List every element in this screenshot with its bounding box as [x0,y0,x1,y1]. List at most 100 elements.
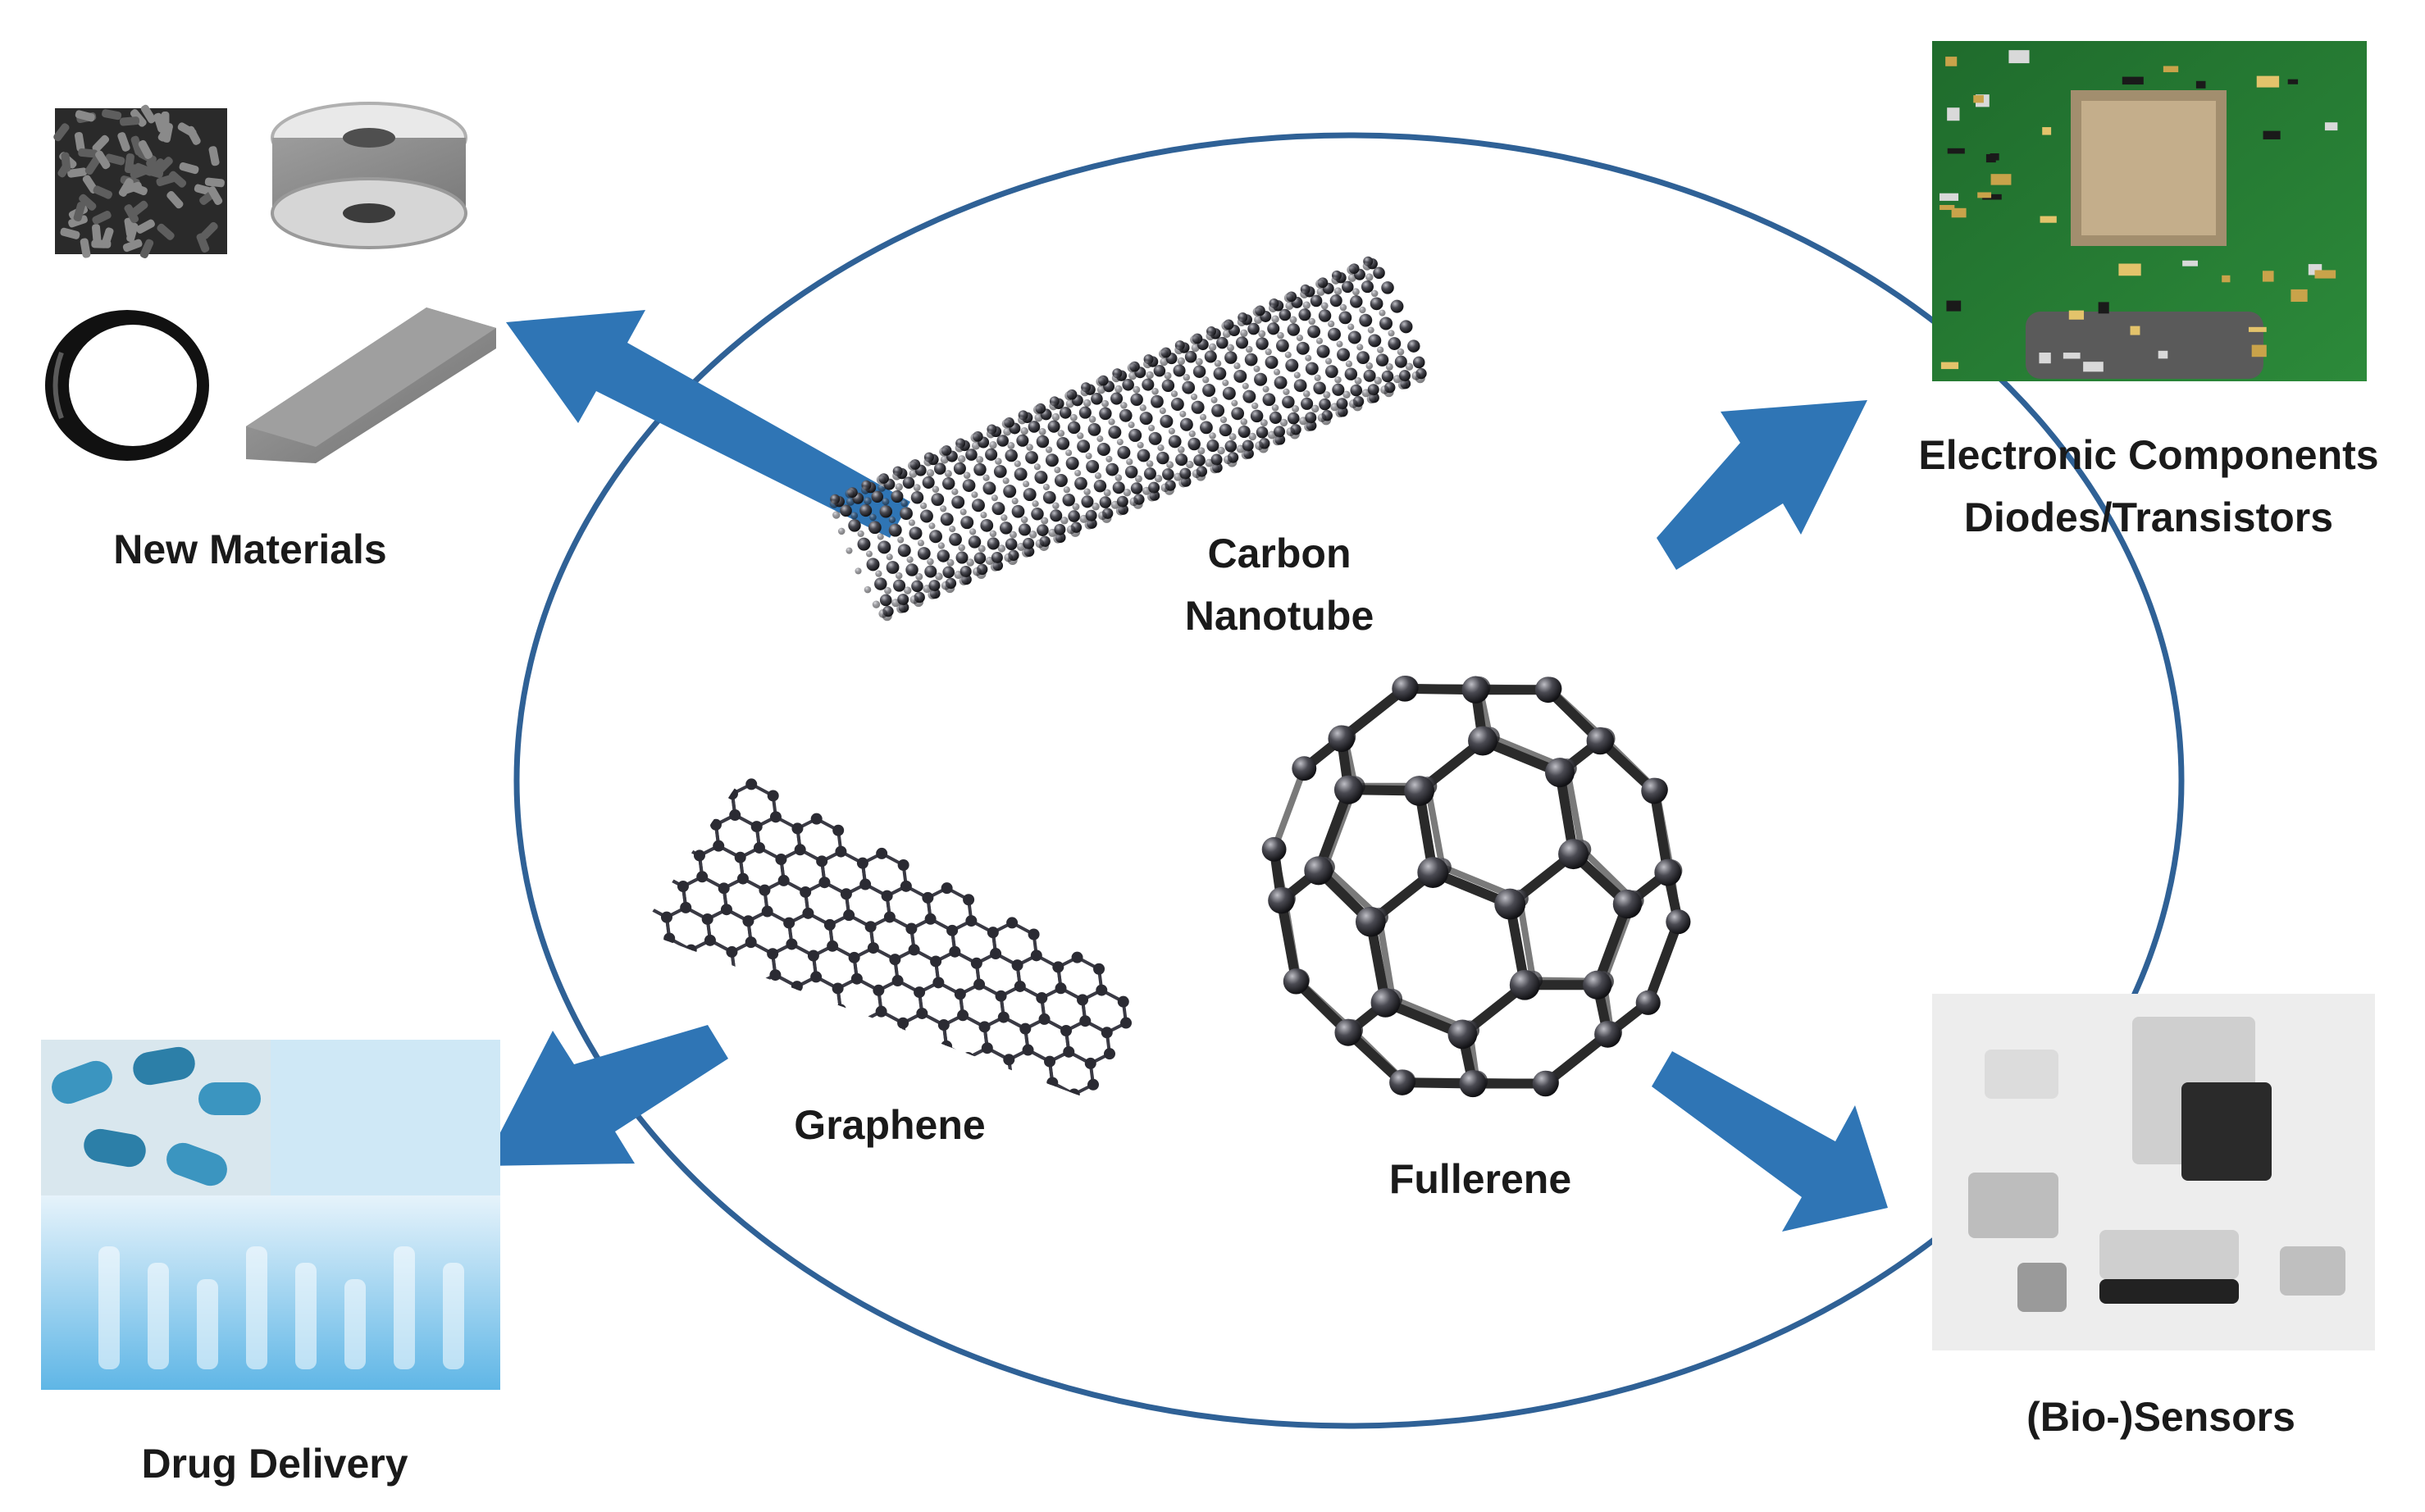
graphene-bond [572,965,593,977]
nanotube-atom [1014,467,1028,481]
fullerene-atom [1392,676,1418,702]
graphene-bond [764,1206,766,1227]
nanotube-atom [1142,486,1151,495]
graphene-bond [640,968,654,981]
fullerene-atom [1612,889,1643,919]
graphene-atom [875,1005,887,1018]
nanotube-atom [1050,509,1063,522]
nanotube-atom [897,544,911,558]
nanotube-atom [980,518,994,532]
graphene-bond [618,842,637,852]
pcb-component [1945,57,1958,66]
graphene-atom [864,921,877,933]
graphene-bond [984,1185,987,1206]
nanotube-atom [865,550,873,558]
nanotube-atom [1373,266,1385,280]
graphene-bond [829,1241,832,1262]
graphene-atom [1071,1109,1083,1115]
nanotube-atom [1238,425,1251,439]
graphene-atom [859,878,872,890]
graphene-atom [712,1156,723,1168]
pellet [73,202,85,222]
graphene-bond [946,1045,969,1059]
nanotube-atom [1096,385,1105,394]
pcb-component [1947,107,1960,121]
nanotube-atom [1347,273,1356,282]
graphene-atom [782,1075,795,1087]
graphene-atom [777,1191,789,1202]
nanotube-atom [1279,308,1292,321]
graphene-atom [957,1168,969,1179]
nanotube-atom [1209,432,1216,439]
graphene-atom [913,1303,924,1314]
graphene-bond [846,1210,848,1232]
graphene-bond [612,968,633,979]
graphene-atom [987,927,999,939]
graphene-atom [908,1260,919,1272]
graphene-bond [656,1011,663,1033]
nanotube-atom [955,443,964,453]
nanotube-atom [1042,483,1050,491]
graphene-atom [1028,928,1040,940]
graphene-atom [963,894,975,906]
nanotube-atom [928,590,937,599]
graphene-bond [718,1162,739,1173]
graphene-atom [533,1022,545,1033]
nanotube-atom [1074,476,1087,490]
nanotube-atom [985,557,994,566]
graphene-bond [969,1077,994,1092]
graphene-bond [845,1041,866,1054]
nanotube-atom [1105,455,1113,462]
nanotube-atom [982,481,996,495]
nanotube-atom [1085,453,1092,460]
graphene-bond [723,1195,742,1205]
nanotube-atom [1161,379,1175,392]
nanotube-atom [1217,446,1225,455]
nanotube-atom [1262,385,1269,393]
fullerene-atom [1494,888,1526,920]
graphene-atom [1038,1172,1050,1183]
graphene-bond [1042,1156,1044,1177]
graphene-atom [517,1052,528,1063]
graphene-atom [905,1081,917,1093]
graphene-bond [609,936,628,946]
nanotube-atom [940,455,949,464]
nanotube-atom [1284,351,1292,358]
nanotube-atom [895,572,903,580]
graphene-atom [726,945,738,958]
nanotube-atom [1014,460,1021,467]
graphene-bond [807,1229,828,1241]
nanotube-atom [1003,427,1012,436]
nanotube-atom [893,579,906,592]
graphene-atom [987,1243,998,1255]
graphene-bond [715,1131,734,1141]
graphene-atom [668,975,681,987]
graphene-bond [1072,1094,1078,1115]
graphene-atom [720,904,732,916]
graphene-atom [750,821,763,833]
graphene-atom [897,858,909,871]
graphene-bond [601,873,620,883]
nanotube-atom [1224,351,1238,364]
test-tube [394,1246,415,1369]
graphene-bond [722,1035,744,1048]
nanotube-atom [1251,402,1259,410]
graphene-bond [805,1199,823,1209]
nanotube-atom [1065,449,1073,457]
graphene-atom [734,1168,745,1179]
fullerene-atom [1459,1069,1487,1098]
pcb-component [2263,130,2281,139]
nanotube-atom [1292,405,1300,413]
nanotube-atom [1319,398,1331,411]
nanotube-atom [1179,467,1192,480]
graphene-atom [881,890,893,902]
nanotube-atom [1047,420,1060,433]
graphene-bond [754,984,761,1006]
graphene-atom [693,1008,705,1020]
nanotube-atom [1049,401,1058,411]
nanotube-atom [902,476,915,489]
graphene-atom [1104,1048,1116,1060]
nanotube-atom [1077,432,1084,439]
nanotube-atom [1332,383,1345,396]
nanotube-atom [1173,364,1186,377]
